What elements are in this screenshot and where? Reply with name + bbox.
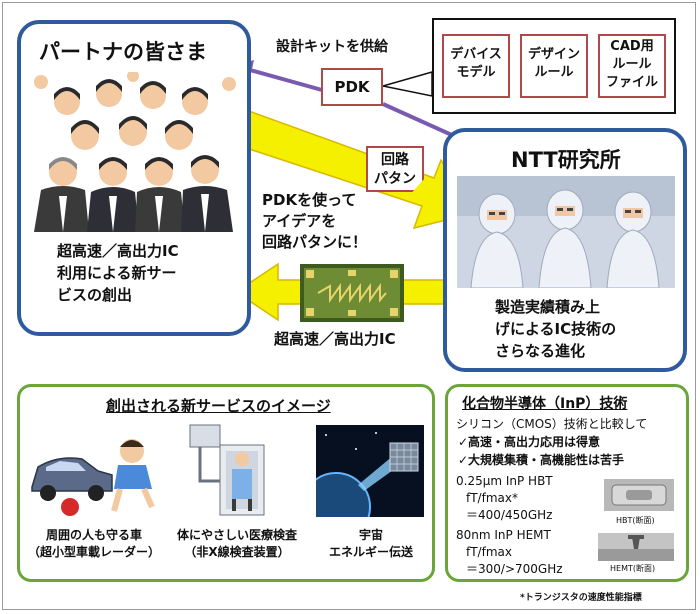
service-medical-line-2: （非X線検査装置） [184,545,290,559]
hbt-spec: 0.25μm InP HBT fT/fmax* ＝400/450GHz [456,473,553,524]
pdk-item-1-line-1: デバイス [450,47,502,62]
hbt-line-1: 0.25μm InP HBT [456,474,553,488]
pdk-item-2-line-1: デザイン [527,47,580,62]
ntt-desc-line-2: げによるIC技術の [495,320,617,338]
inp-compare: シリコン（CMOS）技術と比較して [456,417,648,431]
pdk-box: PDK [321,68,383,106]
circuit-note-line-1: 回路 [381,152,409,168]
services-title: 創出される新サービスのイメージ [106,397,331,415]
hbt-cross-section-image [604,479,674,511]
space-energy-illustration [316,425,424,517]
inp-check-1: ✓高速・高出力応用は得意 [458,435,601,449]
inp-title: 化合物半導体（InP）技術 [462,396,628,412]
partner-desc-line-3: ビスの創出 [57,286,133,304]
circuit-pattern-note: 回路 パタン [366,146,424,192]
partner-crowd-illustration [34,72,236,232]
idea-line-3: 回路パタンに！ [262,233,368,251]
inp-panel: 化合物半導体（InP）技術 シリコン（CMOS）技術と比較して ✓高速・高出力応… [445,384,689,582]
callout-pointer [382,71,433,97]
inp-check-2: ✓大規模集積・高機能性は苦手 [458,453,625,467]
hemt-image-label: HEMT(断面) [610,564,656,573]
service-medical-line-1: 体にやさしい医療検査 [176,528,297,542]
service-car-line-2: （超小型車載レーダー） [27,545,160,559]
pdk-item-2-line-2: ルール [534,65,574,80]
ntt-description: 製造実績積み上 げによるIC技術の さらなる進化 [495,296,616,362]
car-radar-illustration [31,439,155,516]
pdk-item-3-line-1: CAD用 [610,39,654,54]
pdk-supply-label: 設計キットを供給 [276,39,388,55]
partner-panel: パートナの皆さま 超高速／高出力IC 利用による新サー ビスの創出 [17,20,251,336]
idea-text: PDKを使って アイデアを 回路パタンに！ [262,190,367,253]
pdk-item-design-rule: デザイン ルール [520,34,588,98]
ic-label: 超高速／高出力IC [274,330,396,348]
ntt-panel: NTT研究所 製造実績積み上 げによるIC技術の さらなる進化 [443,128,687,372]
ic-chip-image [300,264,404,322]
hbt-line-3: ＝400/450GHz [466,508,553,522]
service-car-line-1: 周囲の人も守る車 [45,528,142,542]
hbt-image-label: HBT(断面) [616,516,655,525]
hbt-line-2: fT/fmax* [466,491,518,505]
speed-footnote: *トランジスタの速度性能指標 [520,593,642,603]
pdk-item-cad-rule-file: CAD用 ルール ファイル [598,34,666,98]
ntt-cleanroom-photo [457,176,675,288]
purple-arrow-pdk-to-partner [249,68,323,92]
pdk-item-1-line-2: モデル [456,65,496,80]
partner-desc-line-1: 超高速／高出力IC [57,242,179,260]
ntt-title: NTT研究所 [511,148,621,172]
pdk-label: PDK [334,78,370,96]
service-space-caption: 宇宙 エネルギー伝送 [312,527,430,561]
services-panel: 創出される新サービスのイメージ 周囲の人も守る車 （超小型車載レーダー） 体にや… [17,384,435,582]
idea-line-2: アイデアを [262,212,337,230]
partner-title: パートナの皆さま [39,40,207,64]
hemt-line-2: fT/fmax [466,545,512,559]
partner-desc-line-2: 利用による新サー [57,264,177,282]
service-medical-caption: 体にやさしい医療検査 （非X線検査装置） [164,527,310,561]
hemt-cross-section-image [598,533,674,561]
service-car-caption: 周囲の人も守る車 （超小型車載レーダー） [24,527,164,561]
partner-description: 超高速／高出力IC 利用による新サー ビスの創出 [57,240,179,306]
idea-line-1: PDKを使って [262,191,357,209]
pdk-item-3-line-3: ファイル [605,75,658,90]
hemt-spec: 80nm InP HEMT fT/fmax ＝300/>700GHz [456,527,563,578]
hemt-line-1: 80nm InP HEMT [456,528,551,542]
circuit-note-line-2: パタン [374,171,416,187]
service-space-line-1: 宇宙 [358,528,383,542]
service-space-line-2: エネルギー伝送 [328,545,413,559]
pdk-item-device-model: デバイス モデル [442,34,510,98]
medical-scanner-illustration [189,424,265,516]
pdk-item-3-line-2: ルール [612,57,652,72]
ntt-desc-line-1: 製造実績積み上 [495,298,601,316]
ntt-desc-line-3: さらなる進化 [495,342,586,360]
hemt-line-3: ＝300/>700GHz [466,562,563,576]
